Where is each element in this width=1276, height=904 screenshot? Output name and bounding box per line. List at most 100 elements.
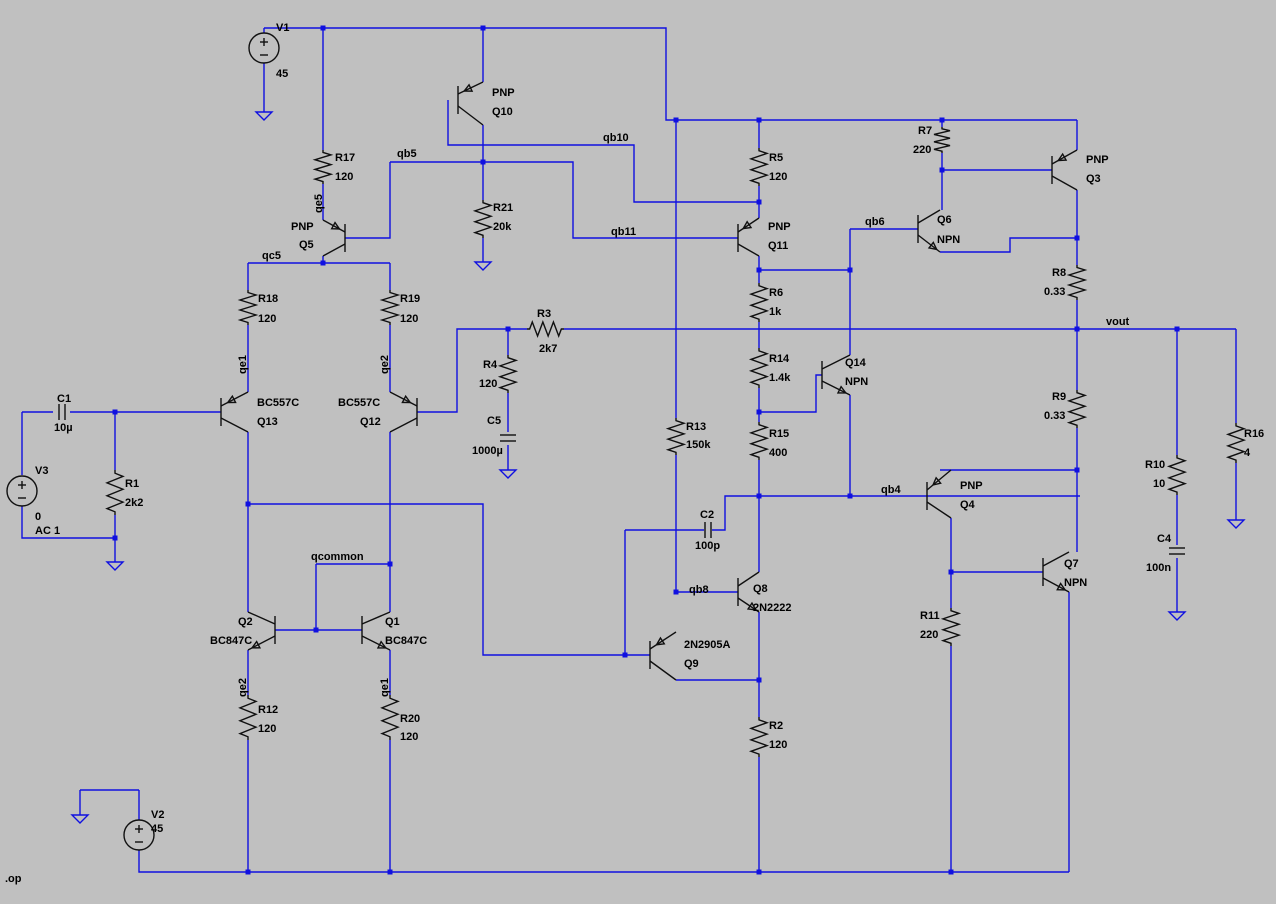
net-qe1-bottom-label: qe1 <box>379 678 391 697</box>
q7-name-label: Q7 <box>1064 558 1079 570</box>
Q14-transistor <box>821 354 851 396</box>
ground-symbol <box>1226 519 1246 529</box>
r16-value-label: 4 <box>1244 447 1251 459</box>
r11-name-label: R11 <box>920 610 940 622</box>
junction-dot <box>939 167 945 173</box>
R4-resistor <box>497 355 519 393</box>
q7-model-label: NPN <box>1064 577 1087 589</box>
junctions <box>112 25 1180 875</box>
r9-name-label: R9 <box>1052 391 1066 403</box>
q6-model-label: NPN <box>937 234 960 246</box>
R5-resistor <box>748 148 770 186</box>
Q9-transistor <box>649 631 677 681</box>
Q7-transistor <box>1042 551 1070 593</box>
junction-dot <box>756 267 762 273</box>
q1-model-label: BC847C <box>385 635 427 647</box>
resistor-zigzag <box>1166 455 1188 495</box>
components <box>6 32 1247 851</box>
Q12-transistor <box>389 391 418 433</box>
ground-triangle <box>70 814 90 824</box>
net-qe2-bottom-label: qe2 <box>237 678 249 697</box>
transistor-lead <box>361 611 391 625</box>
r17-value-label: 120 <box>335 171 353 183</box>
r9-value-label: 0.33 <box>1044 410 1065 422</box>
R9-resistor <box>1066 390 1088 428</box>
junction-dot <box>480 159 486 165</box>
R20-resistor <box>380 695 400 740</box>
net-vout-label: vout <box>1106 316 1130 328</box>
net-qb5-label: qb5 <box>397 148 417 160</box>
resistor-zigzag <box>105 470 125 515</box>
net-qb6-label: qb6 <box>865 216 885 228</box>
q4-name-label: Q4 <box>960 499 976 511</box>
junction-dot <box>505 326 511 332</box>
junction-dot <box>756 493 762 499</box>
junction-dot <box>756 677 762 683</box>
r2-value-label: 120 <box>769 739 787 751</box>
q1-name-label: Q1 <box>385 616 400 628</box>
resistor-zigzag <box>933 127 951 153</box>
Q8-transistor <box>737 571 760 613</box>
r17-name-label: R17 <box>335 152 355 164</box>
r14-name-label: R14 <box>769 353 790 365</box>
emitter-arrow <box>746 601 758 611</box>
R18-resistor <box>237 290 259 325</box>
v2-name-label: V2 <box>151 809 164 821</box>
q6-name-label: Q6 <box>937 214 952 226</box>
junction-dot <box>1074 326 1080 332</box>
q9-name-label: Q9 <box>684 658 699 670</box>
ground-symbol <box>1167 611 1187 621</box>
transistor-lead <box>1042 551 1070 567</box>
resistor-zigzag <box>1066 265 1088 300</box>
junction-dot <box>245 501 251 507</box>
wire <box>417 328 527 413</box>
q8-name-label: Q8 <box>753 583 768 595</box>
r5-name-label: R5 <box>769 152 783 164</box>
net-qe1-top-label: qe1 <box>237 355 249 374</box>
c2-value-label: 100p <box>695 540 720 552</box>
ground-triangle <box>254 111 274 121</box>
transistor-lead <box>917 209 941 224</box>
resistor-zigzag <box>1225 423 1247 463</box>
c5-value-label: 1000µ <box>472 445 503 457</box>
resistor-zigzag <box>238 695 258 740</box>
r12-name-label: R12 <box>258 704 278 716</box>
q14-model-label: NPN <box>845 376 868 388</box>
junction-dot <box>756 117 762 123</box>
v1-name-label: V1 <box>276 22 289 34</box>
resistor-zigzag <box>748 283 770 322</box>
r19-name-label: R19 <box>400 293 420 305</box>
C4-capacitor <box>1169 547 1185 555</box>
r14-value-label: 1.4k <box>769 372 791 384</box>
wire <box>712 495 1080 531</box>
ground-triangle <box>473 261 493 271</box>
junction-dot <box>320 25 326 31</box>
junction-dot <box>112 535 118 541</box>
wire <box>940 237 1077 253</box>
wires <box>21 27 1237 873</box>
r13-value-label: 150k <box>686 439 711 451</box>
wire <box>248 503 625 656</box>
net-qb4-label: qb4 <box>881 484 901 496</box>
q5-model-label: PNP <box>291 221 314 233</box>
source-circle <box>6 475 38 507</box>
resistor-zigzag <box>379 290 401 325</box>
r6-value-label: 1k <box>769 306 782 318</box>
junction-dot <box>847 493 853 499</box>
c1-value-label: 10µ <box>54 422 73 434</box>
resistor-zigzag <box>748 422 770 460</box>
q14-name-label: Q14 <box>845 357 867 369</box>
Q10-transistor <box>457 81 484 126</box>
Q3-transistor <box>1051 149 1078 191</box>
r13-name-label: R13 <box>686 421 706 433</box>
q4-model-label: PNP <box>960 480 983 492</box>
resistor-zigzag <box>380 695 400 740</box>
R3-resistor <box>527 320 564 338</box>
spice-directive-label: .op <box>5 873 22 885</box>
Q1-transistor <box>361 611 391 651</box>
junction-dot <box>1174 326 1180 332</box>
C5-capacitor <box>500 434 516 442</box>
v2-value-label: 45 <box>151 823 163 835</box>
r18-name-label: R18 <box>258 293 278 305</box>
junction-dot <box>1074 235 1080 241</box>
